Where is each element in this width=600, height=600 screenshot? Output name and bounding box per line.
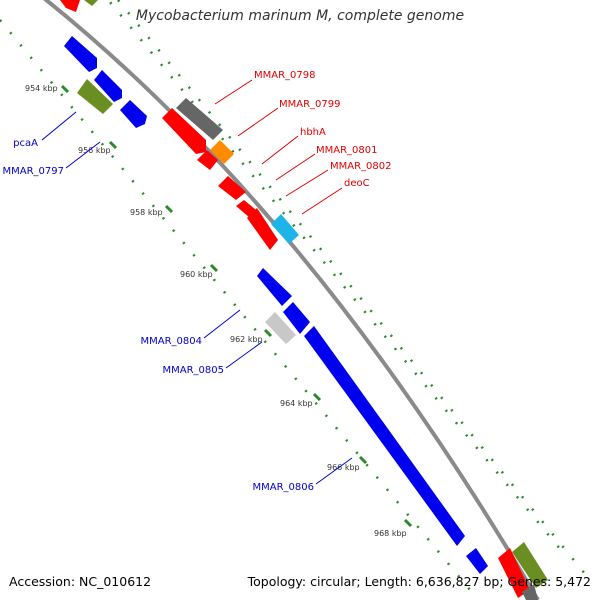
tick-956 (108, 140, 118, 150)
label-mmar-0804[interactable]: MMAR_0804 (141, 336, 203, 347)
callout-line-mmar-0806 (315, 457, 353, 485)
gene-mmar-0806[interactable] (304, 326, 465, 546)
tick-954 (60, 84, 70, 94)
label-hbhA[interactable]: hbhA (300, 127, 326, 138)
gene-deoC[interactable] (271, 214, 299, 244)
label-mmar-0806[interactable]: MMAR_0806 (253, 482, 315, 493)
right-callouts (214, 79, 343, 215)
accession-label: Accession: NC_010612 (9, 574, 152, 589)
tick-960 (209, 263, 219, 273)
tick-label-958: 958 kbp (130, 208, 163, 217)
gene-mmar-0797[interactable] (120, 100, 147, 128)
gene-blue-2[interactable] (94, 70, 122, 102)
gene-features (60, 0, 548, 600)
tick-958 (164, 204, 174, 214)
gene-mmar-0804[interactable] (257, 268, 292, 306)
dotted-guide-inner (0, 19, 471, 591)
gene-red-3[interactable] (218, 176, 246, 200)
gene-mmar-0805[interactable] (265, 312, 296, 344)
callout-line-mmar-0798 (214, 79, 253, 105)
tick-962 (263, 328, 273, 338)
gene-red-2[interactable] (197, 150, 218, 170)
gene-bottom-gray[interactable] (522, 584, 538, 600)
dotted-guides (0, 0, 591, 591)
label-deoC[interactable]: deoC (344, 178, 370, 189)
topology-summary: Topology: circular; Length: 6,636,827 bp… (247, 574, 591, 589)
gene-blue-bottom[interactable] (466, 548, 488, 574)
tick-label-962: 962 kbp (230, 335, 263, 344)
callout-line-mmar-0797 (65, 141, 101, 169)
callout-line-pcaA (41, 111, 77, 141)
gene-blue-mid[interactable] (283, 302, 310, 334)
gene-bottom-red[interactable] (498, 548, 530, 598)
tick-label-956: 956 kbp (78, 146, 111, 155)
label-mmar-0805[interactable]: MMAR_0805 (163, 365, 225, 376)
gene-pcaA[interactable] (77, 79, 113, 114)
gene-bottom-olive[interactable] (512, 542, 548, 588)
gene-red-1[interactable] (162, 108, 206, 154)
callout-line-mmar-0804 (203, 309, 241, 339)
genome-backbone (43, 0, 540, 600)
tick-label-964: 964 kbp (280, 399, 313, 408)
gene-red-4[interactable] (236, 200, 256, 218)
callout-line-deoC (301, 187, 343, 215)
page-title: Mycobacterium marinum M, complete genome (135, 8, 465, 24)
tick-964 (312, 392, 322, 402)
tick-966 (358, 455, 368, 465)
gene-top-olive[interactable] (84, 0, 98, 6)
label-mmar-0802[interactable]: MMAR_0802 (330, 161, 392, 172)
kbp-ticks (60, 84, 413, 528)
tick-label-954: 954 kbp (25, 84, 58, 93)
label-mmar-0801[interactable]: MMAR_0801 (316, 145, 378, 156)
callout-line-mmar-0799 (237, 107, 279, 137)
callout-line-mmar-0802 (285, 169, 329, 197)
tick-label-960: 960 kbp (180, 270, 213, 279)
label-mmar-0797[interactable]: MMAR_0797 (3, 166, 65, 177)
gene-top-red[interactable] (60, 0, 80, 12)
tick-label-966: 966 kbp (327, 463, 360, 472)
gene-blue-top[interactable] (64, 36, 97, 72)
left-callouts (41, 111, 353, 485)
gene-mmar-0798[interactable] (176, 98, 223, 140)
dotted-guide-outer (106, 0, 566, 556)
gene-red-5[interactable] (247, 208, 278, 250)
dotted-guide-right (117, 0, 591, 581)
callout-line-mmar-0805 (225, 341, 263, 369)
callout-line-hbhA (261, 135, 299, 165)
label-mmar-0799[interactable]: MMAR_0799 (279, 99, 341, 110)
label-pcaA[interactable]: pcaA (13, 138, 38, 149)
gene-hbhA[interactable] (210, 140, 234, 164)
callout-line-mmar-0801 (275, 153, 316, 181)
label-mmar-0798[interactable]: MMAR_0798 (254, 70, 316, 81)
tick-968 (403, 518, 413, 528)
tick-label-968: 968 kbp (374, 529, 407, 538)
